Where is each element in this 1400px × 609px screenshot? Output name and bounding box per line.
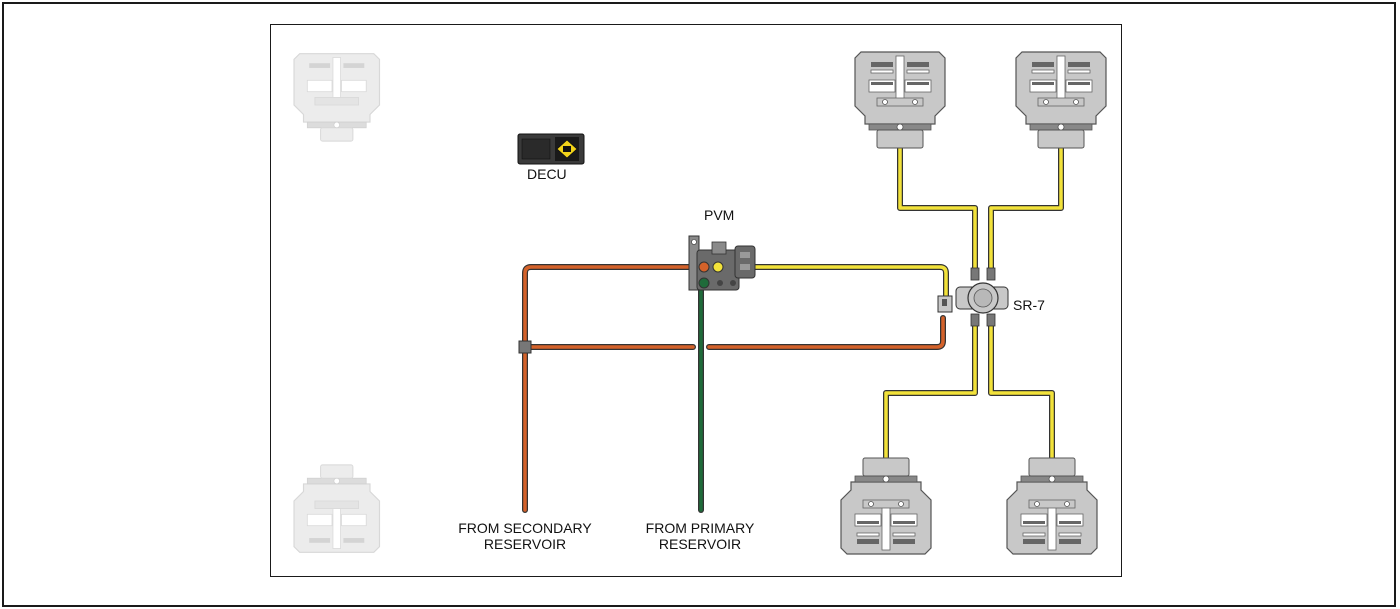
caliper-rear-left [293, 464, 381, 553]
caliper-rear-right-outer [1006, 457, 1098, 555]
sr7-valve [937, 267, 1009, 327]
secondary-supply-lines [522, 264, 946, 513]
primary-reservoir-line1: FROM PRIMARY [645, 520, 755, 536]
decu-module [517, 133, 585, 165]
tee-fitting [518, 340, 532, 354]
secondary-reservoir-line1: FROM SECONDARY [458, 520, 592, 536]
pvm-label: PVM [704, 207, 735, 223]
sr7-label: SR-7 [1013, 297, 1045, 313]
caliper-rear-right-inner [840, 457, 932, 555]
secondary-reservoir-line2: RESERVOIR [483, 536, 567, 552]
pvm-valve [688, 235, 756, 291]
caliper-front-right-outer [1015, 51, 1107, 149]
caliper-front-left [293, 53, 381, 142]
caliper-front-right-inner [854, 51, 946, 149]
decu-label: DECU [527, 166, 567, 182]
primary-reservoir-label: FROM PRIMARY RESERVOIR [625, 520, 775, 552]
secondary-reservoir-label: FROM SECONDARY RESERVOIR [440, 520, 610, 552]
delivery-lines [715, 137, 1064, 468]
primary-reservoir-line2: RESERVOIR [658, 536, 742, 552]
